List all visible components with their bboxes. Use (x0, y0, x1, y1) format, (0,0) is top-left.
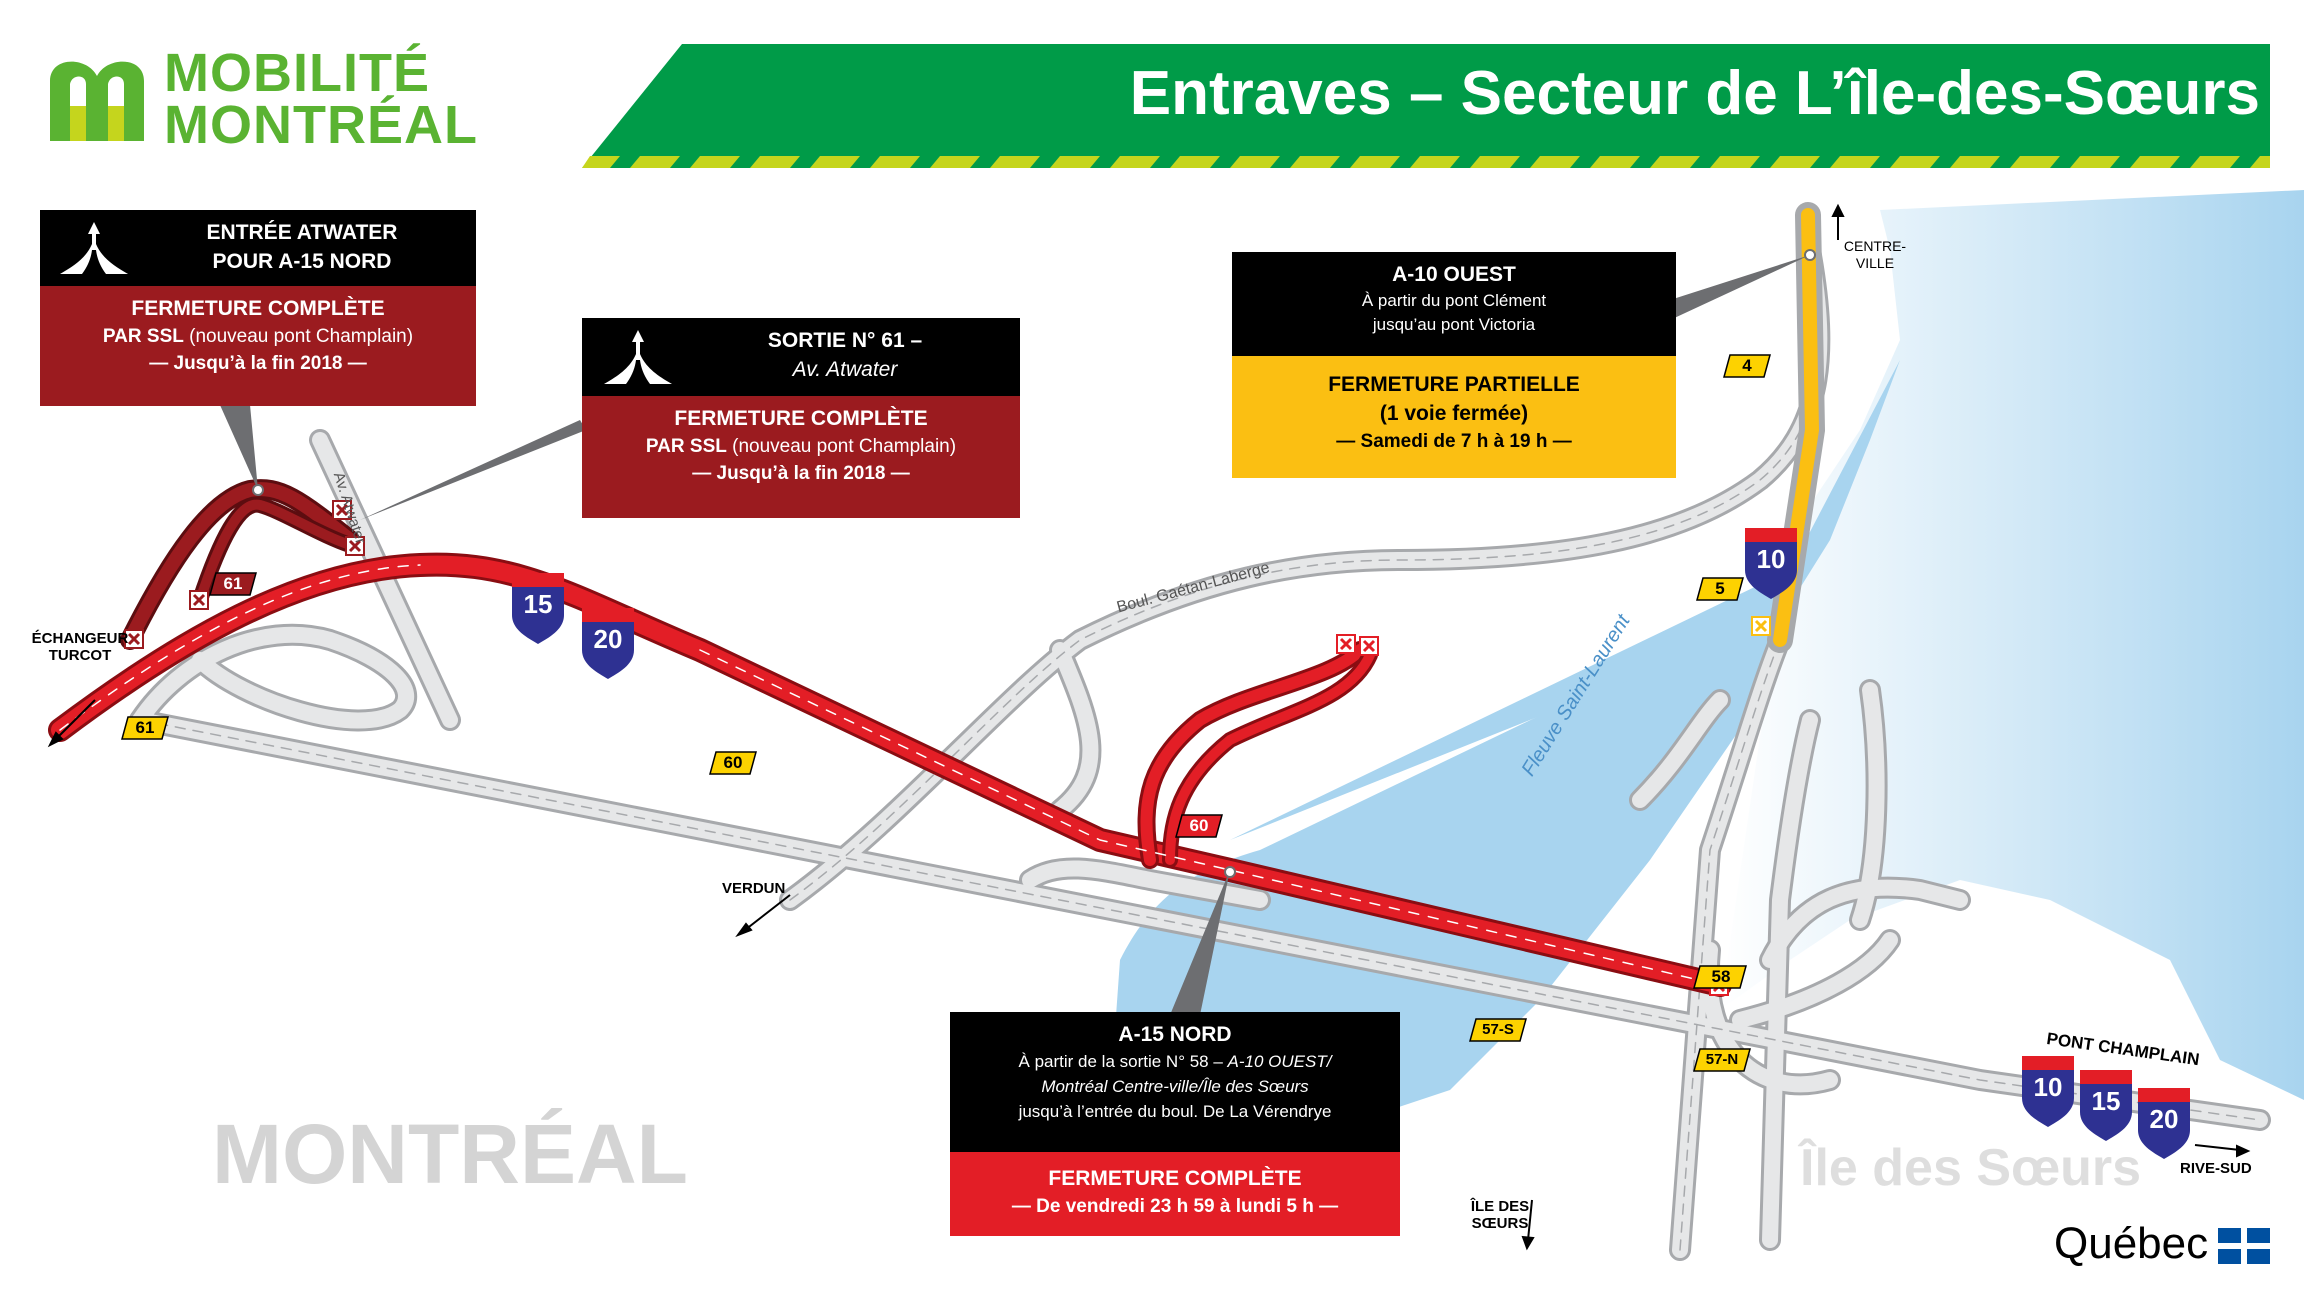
callout-pointers (220, 249, 1816, 1015)
shield-20a (582, 608, 634, 679)
shield-10a (1745, 528, 1797, 599)
shield-15b (2080, 1070, 2132, 1141)
a10-head-3: jusqu’au pont Victoria (1372, 315, 1536, 334)
quebec-flag-icon (2218, 1228, 2270, 1264)
shield-15a-number: 15 (523, 589, 553, 619)
river-channel (1110, 600, 1780, 1140)
exit-61-detail-bold: PAR SSL (645, 436, 727, 457)
centre-ville-label-2: VILLE (1855, 255, 1895, 271)
exit-tag-57n: 57-N (1705, 1051, 1739, 1068)
atwater-entry-head-2: POUR A-15 NORD (212, 250, 392, 273)
shield-15a (512, 573, 564, 644)
shield-15b-number: 15 (2091, 1086, 2121, 1116)
exit-tag-61-bottom: 61 (135, 718, 155, 737)
ile-road-label-2: SŒURS (1471, 1215, 1529, 1232)
callout-exit-61: SORTIE N° 61 – Av. Atwater FERMETURE COM… (582, 318, 1020, 518)
turcot-label-2: TURCOT (48, 647, 112, 664)
closure-x-icon (1336, 634, 1356, 654)
shield-20b-number: 20 (2149, 1104, 2179, 1134)
quebec-logo-text: Québec (2054, 1219, 2209, 1268)
atwater-entry-head-1: ENTRÉE ATWATER (206, 221, 398, 244)
exit-tag-61-top: 61 (223, 574, 243, 593)
ile-des-soeurs-area-label: Île des Sœurs (1800, 1139, 2141, 1197)
atwater-entry-detail-bold: PAR SSL (102, 326, 184, 347)
a10-head-1: A-10 OUEST (1392, 263, 1516, 286)
exit-61-head-2: Av. Atwater (792, 358, 898, 381)
a15-status: FERMETURE COMPLÈTE (1048, 1167, 1302, 1190)
ile-des-soeurs-road-label: ÎLE DES SŒURS (1470, 1198, 1530, 1232)
atwater-entry-detail: (nouveau pont Champlain) (183, 326, 414, 347)
a15-head-2b: A-10 OUEST/ (1227, 1052, 1332, 1071)
rive-sud-label: RIVE-SUD (2180, 1160, 2252, 1177)
a15-head-4: jusqu’à l’entrée du boul. De La Vérendry… (1018, 1102, 1332, 1121)
exit-61-detail: (nouveau pont Champlain) (726, 436, 957, 457)
exit-tag-58: 58 (1711, 967, 1731, 986)
exit-61-head-1: SORTIE N° 61 – (767, 329, 923, 352)
shield-10b (2022, 1056, 2074, 1127)
exit-61-period: — Jusqu’à la fin 2018 — (692, 463, 910, 484)
atwater-entry-status: FERMETURE COMPLÈTE (131, 297, 385, 320)
shield-10a-number: 10 (1756, 544, 1786, 574)
callout-a10-ouest: A-10 OUEST À partir du pont Clément jusq… (1232, 252, 1676, 478)
turcot-label-1: ÉCHANGEUR (31, 630, 129, 647)
montreal-area-label: MONTRÉAL (212, 1107, 688, 1201)
callout-atwater-entry: ENTRÉE ATWATER POUR A-15 NORD FERMETURE … (40, 210, 476, 406)
a10-period: — Samedi de 7 h à 19 h — (1336, 431, 1572, 452)
shield-20a-number: 20 (593, 624, 623, 654)
a15-head-2a: À partir de la sortie N° 58 – (1018, 1052, 1228, 1071)
closure-x-icon (1751, 616, 1771, 636)
exit-tag-60-left: 60 (723, 753, 743, 772)
closure-x-icon (1359, 636, 1379, 656)
logo-line2: MONTRÉAL (164, 95, 478, 155)
closure-x-icon (189, 590, 209, 610)
exit-tag-57s: 57-S (1482, 1021, 1514, 1038)
shield-20b (2138, 1088, 2190, 1159)
a10-status-2: (1 voie fermée) (1379, 402, 1529, 425)
centre-ville-label: CENTRE- VILLE (1840, 238, 1910, 272)
shield-10b-number: 10 (2033, 1072, 2063, 1102)
closure-x-icon (345, 536, 365, 556)
verdun-label: VERDUN (722, 880, 786, 897)
exit-tag-60-red: 60 (1189, 816, 1209, 835)
centre-ville-label-1: CENTRE- (1843, 238, 1907, 254)
mobilite-m-icon (50, 61, 144, 141)
grey-roads-lanes (139, 249, 2261, 1251)
page-title: Entraves – Secteur de L’île-des-Sœurs (1129, 59, 2260, 128)
exit-61-status: FERMETURE COMPLÈTE (674, 407, 928, 430)
a10-status-1: FERMETURE PARTIELLE (1328, 373, 1580, 396)
callout-a15-nord: A-15 NORD À partir de la sortie N° 58 – … (950, 1012, 1400, 1236)
highway-merge-icon (60, 222, 128, 274)
ile-road-label-1: ÎLE DES (1470, 1198, 1530, 1215)
direction-arrows (47, 203, 2251, 1251)
a15-head-1: A-15 NORD (1118, 1023, 1232, 1046)
interstate-shield-icons (512, 528, 2190, 1159)
closure-x-icon (124, 629, 144, 649)
title-banner (582, 44, 2270, 168)
highway-exit-icon (604, 330, 672, 384)
a10-head-2: À partir du pont Clément (1361, 291, 1547, 310)
atwater-closures (120, 479, 360, 650)
exit-tag-4: 4 (1742, 356, 1752, 375)
logo: MOBILITÉ MONTRÉAL (42, 42, 477, 152)
a15-head-3: Montréal Centre-ville/Île des Sœurs (1041, 1077, 1309, 1096)
atwater-entry-period: — Jusqu’à la fin 2018 — (149, 353, 367, 374)
a15-period: — De vendredi 23 h 59 à lundi 5 h — (1011, 1196, 1339, 1217)
turcot-label: ÉCHANGEUR TURCOT (30, 630, 130, 664)
closure-x-icon (332, 500, 352, 520)
logo-line1: MOBILITÉ (164, 43, 430, 103)
exit-tag-5: 5 (1715, 579, 1725, 598)
river-north (1230, 360, 1900, 840)
exit-tags (121, 354, 1771, 1072)
